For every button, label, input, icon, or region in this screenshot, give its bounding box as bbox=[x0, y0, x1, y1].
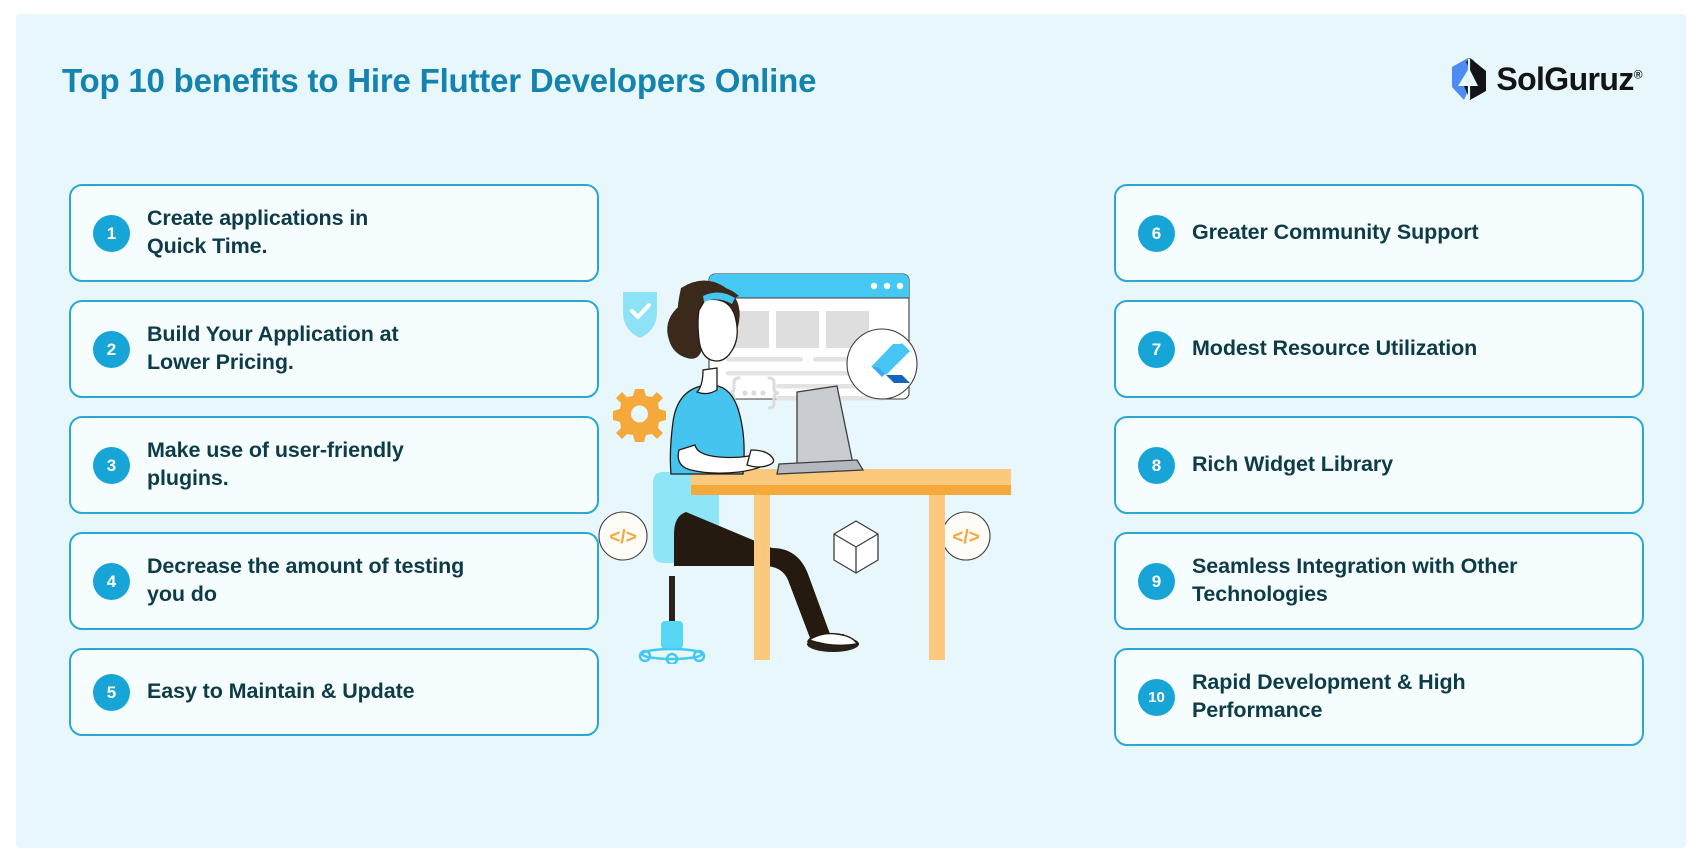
benefit-number-badge: 5 bbox=[93, 673, 130, 711]
benefit-card-3[interactable]: 3 Make use of user-friendly plugins. bbox=[69, 416, 599, 514]
developer-lower-body bbox=[674, 512, 859, 652]
svg-text:</>: </> bbox=[952, 527, 979, 548]
benefit-number-badge: 10 bbox=[1138, 678, 1175, 716]
brand-logo-text: SolGuruz® bbox=[1496, 63, 1642, 95]
benefit-label: Modest Resource Utilization bbox=[1192, 336, 1478, 361]
infographic-canvas: Top 10 benefits to Hire Flutter Develope… bbox=[16, 14, 1686, 848]
code-brackets-dots bbox=[742, 390, 766, 396]
benefit-number-badge: 8 bbox=[1138, 446, 1175, 484]
benefit-number-badge: 3 bbox=[93, 446, 130, 484]
code-tag-icon-left: </> bbox=[598, 511, 648, 561]
desk bbox=[691, 469, 1011, 660]
benefit-card-5[interactable]: 5 Easy to Maintain & Update bbox=[69, 648, 599, 736]
benefit-card-2[interactable]: 2 Build Your Application at Lower Pricin… bbox=[69, 300, 599, 398]
benefit-number-badge: 7 bbox=[1138, 330, 1175, 368]
registered-trademark-icon: ® bbox=[1633, 67, 1643, 82]
developer-person bbox=[667, 280, 775, 475]
benefit-card-4[interactable]: 4 Decrease the amount of testing you do bbox=[69, 532, 599, 630]
benefit-card-9[interactable]: 9 Seamless Integration with Other Techno… bbox=[1114, 532, 1644, 630]
header: Top 10 benefits to Hire Flutter Develope… bbox=[16, 50, 1686, 120]
solguruz-hexagon-bolt-logo bbox=[1448, 56, 1490, 102]
benefit-label: Create applications in Quick Time. bbox=[147, 206, 369, 258]
benefit-label: Make use of user-friendly plugins. bbox=[147, 438, 404, 490]
benefit-label: Easy to Maintain & Update bbox=[147, 679, 415, 704]
benefits-column-left: 1 Create applications in Quick Time. 2 B… bbox=[69, 184, 599, 736]
benefit-number-badge: 4 bbox=[93, 562, 130, 600]
benefit-card-1[interactable]: 1 Create applications in Quick Time. bbox=[69, 184, 599, 282]
benefits-column-right: 6 Greater Community Support 7 Modest Res… bbox=[1114, 184, 1644, 746]
developer-at-desk-with-flutter-illustration: </> </> bbox=[581, 244, 1011, 664]
cube-icon bbox=[833, 520, 879, 574]
brand-logo: SolGuruz® bbox=[1448, 56, 1643, 102]
shield-check-icon bbox=[623, 292, 657, 338]
benefit-label: Greater Community Support bbox=[1192, 220, 1479, 245]
benefit-number-badge: 2 bbox=[93, 330, 130, 368]
laptop bbox=[776, 385, 865, 475]
benefit-label: Rapid Development & High Performance bbox=[1192, 670, 1466, 722]
svg-text:</>: </> bbox=[609, 527, 636, 548]
office-chair bbox=[638, 472, 719, 664]
benefit-card-10[interactable]: 10 Rapid Development & High Performance bbox=[1114, 648, 1644, 746]
benefit-number-badge: 9 bbox=[1138, 562, 1175, 600]
benefit-label: Build Your Application at Lower Pricing. bbox=[147, 322, 399, 374]
benefit-card-7[interactable]: 7 Modest Resource Utilization bbox=[1114, 300, 1644, 398]
flutter-logo-badge bbox=[846, 328, 918, 400]
brand-name: SolGuruz bbox=[1496, 61, 1634, 97]
benefit-label: Seamless Integration with Other Technolo… bbox=[1192, 554, 1518, 606]
benefit-number-badge: 6 bbox=[1138, 214, 1175, 252]
page-title: Top 10 benefits to Hire Flutter Develope… bbox=[62, 62, 817, 99]
benefit-label: Rich Widget Library bbox=[1192, 452, 1393, 477]
gear-icon bbox=[613, 389, 666, 442]
code-tag-icon-right: </> bbox=[941, 511, 991, 561]
benefit-label: Decrease the amount of testing you do bbox=[147, 554, 465, 606]
benefit-card-6[interactable]: 6 Greater Community Support bbox=[1114, 184, 1644, 282]
benefit-card-8[interactable]: 8 Rich Widget Library bbox=[1114, 416, 1644, 514]
benefit-number-badge: 1 bbox=[93, 214, 130, 252]
